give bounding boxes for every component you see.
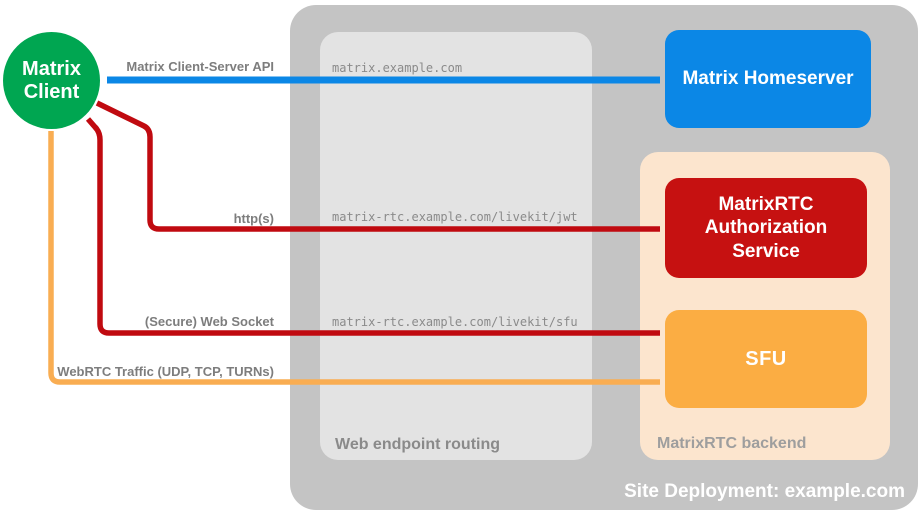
connection-label-client-server-api: Matrix Client-Server API [126, 59, 274, 74]
node-matrixrtc-authorization-service: MatrixRTC Authorization Service [665, 178, 867, 278]
connection-label-websocket: (Secure) Web Socket [144, 314, 274, 329]
endpoint-sfu-path: matrix-rtc.example.com/livekit/sfu [332, 315, 578, 329]
matrixrtc-backend-caption: MatrixRTC backend [657, 435, 807, 452]
connection-label-webrtc-traffic: WebRTC Traffic (UDP, TCP, TURNs) [57, 364, 274, 379]
matrix-homeserver-label: Matrix Homeserver [682, 68, 854, 89]
endpoint-auth-path: matrix-rtc.example.com/livekit/jwt [332, 210, 578, 224]
matrix-client-label-line2: Client [23, 80, 80, 103]
web-endpoint-routing-container [320, 32, 592, 460]
web-endpoint-routing-caption: Web endpoint routing [335, 436, 501, 453]
sfu-label: SFU [745, 347, 787, 370]
node-sfu: SFU [665, 310, 867, 408]
matrix-client-label-line1: Matrix [22, 58, 81, 81]
matrixrtc-auth-label: MatrixRTC Authorization Service [704, 194, 828, 262]
connection-label-https: http(s) [233, 211, 274, 226]
endpoint-homeserver-host: matrix.example.com [332, 61, 463, 75]
node-matrix-client: Matrix Client [3, 32, 100, 129]
site-deployment-caption: Site Deployment: example.com [624, 481, 905, 502]
node-matrix-homeserver: Matrix Homeserver [665, 30, 871, 128]
